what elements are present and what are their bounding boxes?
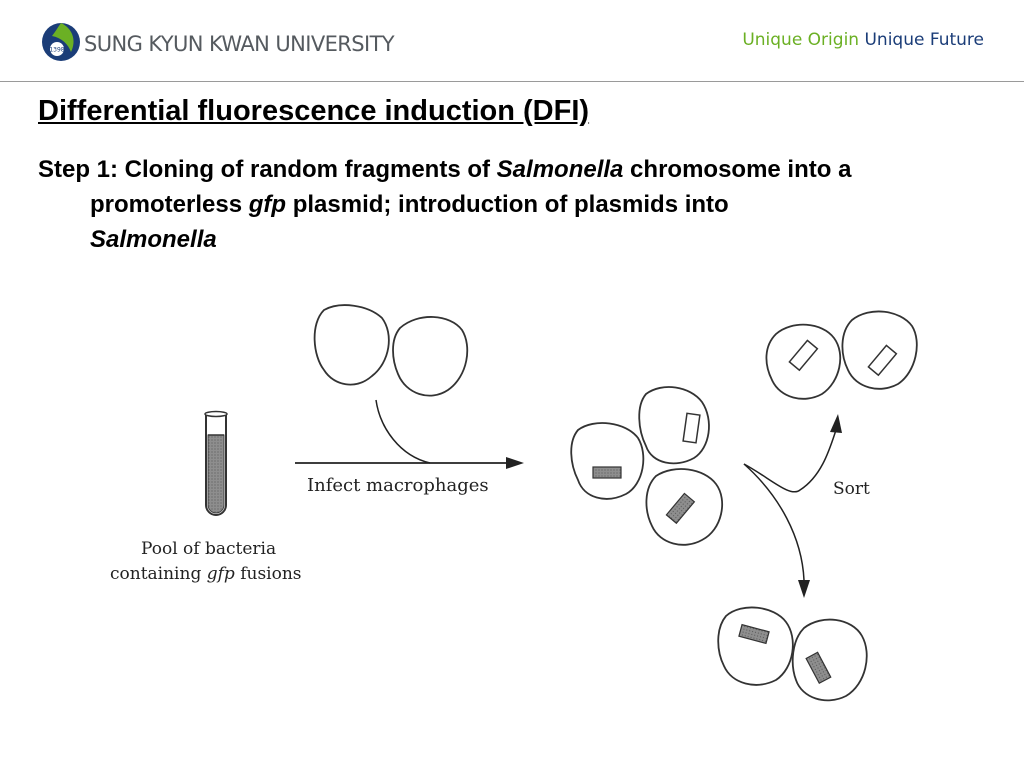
macrophage-cell — [841, 310, 918, 390]
infect-macrophages-label: Infect macrophages — [307, 475, 489, 496]
logo-year: 1398 — [49, 47, 64, 54]
arrow-head-icon — [830, 414, 842, 433]
arrow-head-icon — [506, 457, 524, 469]
macrophage-cell — [717, 606, 794, 686]
sort-arrow-up — [743, 429, 837, 493]
step-text-5: plasmid; introduction of plasmids into — [286, 191, 729, 218]
arrow-head-icon — [798, 580, 810, 598]
header-divider — [0, 81, 1024, 82]
dfi-diagram: Infect macrophages Pool of bacteria cont… — [100, 298, 930, 718]
pool-label-2c: fusions — [235, 564, 302, 584]
macrophage-cell — [313, 304, 390, 386]
pool-label-2b: gfp — [207, 564, 235, 584]
university-name: SUNG KYUN KWAN UNIVERSITY — [84, 32, 395, 56]
test-tube-icon — [204, 410, 228, 516]
macrophage-cell — [638, 386, 710, 465]
step-description: Step 1: Cloning of random fragments of S… — [38, 152, 998, 257]
macrophage-cell — [791, 618, 868, 702]
tagline: Unique Origin Unique Future — [742, 30, 984, 50]
university-emblem-icon: 1398 — [42, 23, 80, 61]
pool-label-line1: Pool of bacteria — [141, 539, 276, 559]
bacterium-unlit — [867, 344, 898, 377]
infect-arrow — [375, 399, 431, 464]
sort-label: Sort — [833, 479, 870, 499]
bacterium-fluorescent — [665, 492, 696, 525]
step-text-1: Step 1: Cloning of random fragments of — [38, 156, 497, 183]
bacterium-fluorescent — [805, 651, 832, 684]
bacterium-fluorescent — [592, 466, 622, 479]
sort-arrow-down — [743, 463, 805, 581]
dfi-diagram-graphic: Infect macrophages Pool of bacteria cont… — [110, 304, 918, 702]
slide-title: Differential fluorescence induction (DFI… — [38, 95, 590, 127]
university-logo: 1398 SUNG KYUN KWAN UNIVERSITY — [40, 20, 435, 66]
step-text-4: gfp — [248, 191, 287, 218]
bacterium-fluorescent — [738, 623, 770, 645]
pool-label-2a: containing — [110, 564, 207, 584]
step-text-2: Salmonella — [496, 156, 624, 183]
step-text-3: chromosome into a promoterless — [90, 156, 852, 218]
bacterium-unlit — [682, 412, 701, 444]
pool-label-line2: containing gfp fusions — [110, 564, 302, 584]
tagline-future: Unique Future — [864, 30, 984, 50]
slide-header: 1398 SUNG KYUN KWAN UNIVERSITY Unique Or… — [0, 0, 1024, 82]
macrophage-cell — [392, 316, 469, 397]
macrophage-cell — [570, 422, 645, 500]
step-text-6: Salmonella — [90, 226, 217, 253]
tagline-origin: Unique Origin — [742, 30, 860, 50]
bacterium-unlit — [788, 339, 819, 372]
